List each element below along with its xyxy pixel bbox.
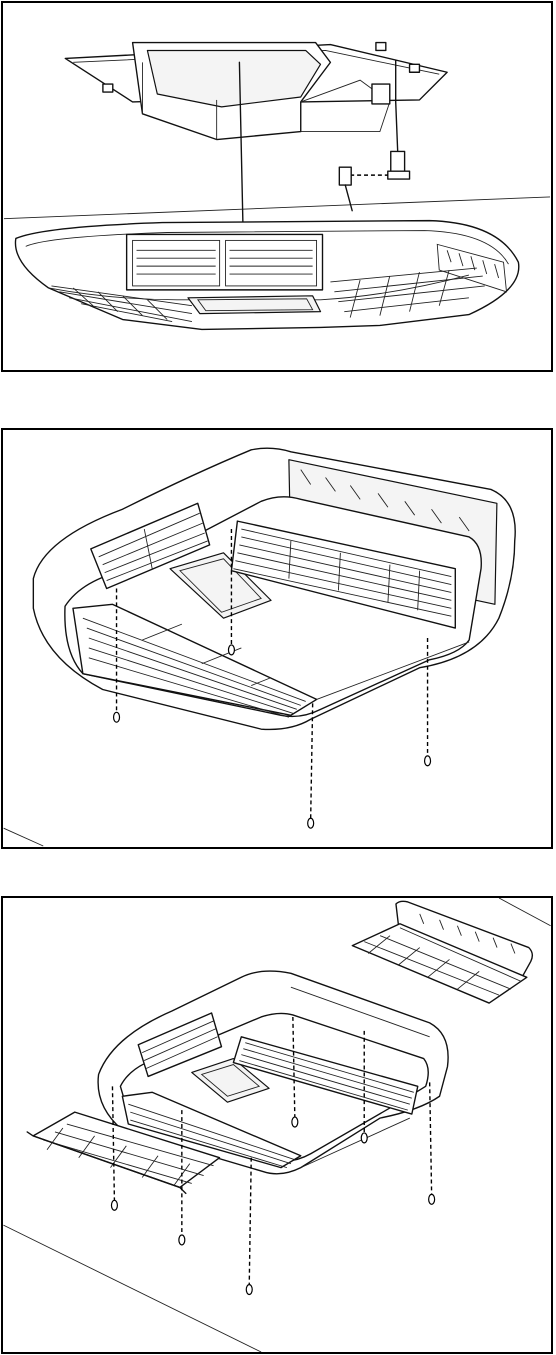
diagram-panel-ceiling-assembly-screws [1, 428, 553, 849]
mounting-bracket [65, 43, 447, 140]
screw [179, 1235, 185, 1245]
ceiling-line [4, 197, 550, 219]
screw [114, 712, 120, 722]
ceiling-edge-line-right [499, 898, 551, 926]
ceiling-edge-line [4, 828, 44, 846]
wire-connector [339, 167, 351, 185]
screw [111, 1200, 117, 1210]
screw-guide-line-front [311, 703, 313, 818]
screw [429, 1194, 435, 1204]
screw [308, 818, 314, 828]
ceiling-edge-line-left [3, 1225, 261, 1352]
panel-3-drawing [3, 898, 551, 1352]
screw [246, 1285, 252, 1295]
screw [292, 1117, 298, 1127]
screw [425, 756, 431, 766]
screw [228, 645, 234, 655]
diagram-panel-ceiling-shroud-connection [1, 1, 553, 372]
return-air-filter-right [352, 901, 532, 1003]
diagram-panel-filter-removal [1, 896, 553, 1354]
ceiling-assembly [33, 448, 515, 729]
panel-1-drawing [3, 3, 551, 370]
ceiling-shroud [15, 221, 518, 330]
screw [361, 1133, 367, 1143]
panel-2-drawing [3, 430, 551, 847]
screw-guide-line [249, 1158, 251, 1285]
